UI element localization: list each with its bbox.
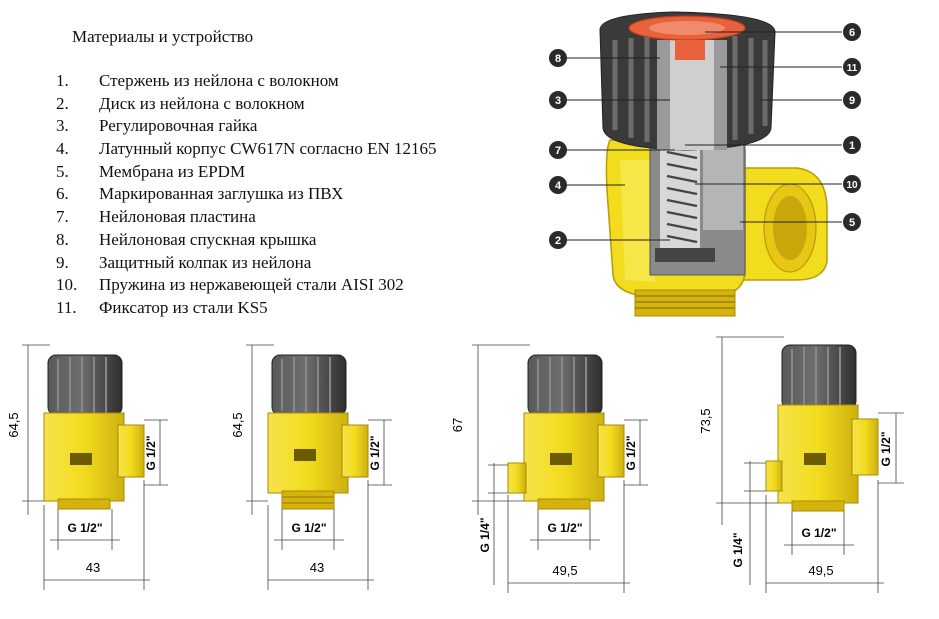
dim-bottom-thread: G 1/2" [67,521,102,535]
dim-width: 43 [86,560,100,575]
dim-drain-thread: G 1/4" [478,517,492,552]
dim-height: 73,5 [698,408,713,433]
dim-height: 67 [450,418,465,432]
item-number: 10. [56,275,78,295]
callout-label: 1 [849,140,855,152]
callout-label: 7 [555,145,561,157]
dim-side-thread: G 1/2" [624,435,638,470]
callout-2: 2 [549,231,567,249]
item-number: 4. [56,139,69,159]
callout-label: 6 [849,27,855,39]
list-item: 7. Нейлоновая пластина [56,206,437,229]
item-text: Маркированная заглушка из ПВХ [99,184,344,204]
callout-label: 10 [846,180,858,191]
callout-3: 3 [549,91,567,109]
item-text: Латунный корпус CW617N согласно EN 12165 [99,139,437,159]
list-item: 1. Стержень из нейлона с волокном [56,70,437,93]
item-text: Пружина из нержавеющей стали AISI 302 [99,275,404,295]
item-number: 5. [56,161,69,181]
item-text: Фиксатор из стали KS5 [99,297,268,317]
dimension-lines [716,336,904,593]
dimension-lines [472,344,648,593]
item-number: 3. [56,116,69,136]
list-item: 4. Латунный корпус CW617N согласно EN 121… [56,138,437,161]
callout-9: 9 [843,91,861,109]
item-number: 8. [56,229,69,249]
dim-width: 43 [310,560,324,575]
item-text: Мембрана из EPDM [99,161,246,181]
list-item: 5. Мембрана из EPDM [56,161,437,184]
marker-plug-inner [649,21,725,35]
item-number: 6. [56,184,69,204]
drawing-1: 64,5 G 1/2" G 1/2" 43 [6,344,168,590]
valve-graphic [267,354,369,510]
callout-label: 8 [555,53,561,65]
dim-bottom-thread: G 1/2" [547,521,582,535]
callout-label: 4 [555,180,562,192]
parts-list: 1. Стержень из нейлона с волокном 2. Диск … [56,70,437,320]
item-number: 9. [56,252,69,272]
disc [655,248,715,262]
item-text: Нейлоновая пластина [99,207,256,227]
list-item: 11. Фиксатор из стали KS5 [56,297,437,320]
callout-5: 5 [843,213,861,231]
list-item: 8. Нейлоновая спускная крышка [56,229,437,252]
drawing-3: 67 G 1/2" G 1/2" G 1/4" 49,5 [450,344,648,593]
list-item: 10. Пружина из нержавеющей стали AISI 302 [56,274,437,297]
item-text: Нейлоновая спускная крышка [99,229,317,249]
item-number: 7. [56,207,69,227]
item-number: 11. [56,297,77,317]
cap-knurling [612,36,768,142]
dimension-lines [246,344,392,590]
dim-bottom-thread: G 1/2" [291,521,326,535]
body-highlight [620,160,655,282]
dim-height: 64,5 [6,412,21,437]
dim-drain-thread: G 1/4" [731,532,745,567]
list-item: 6. Маркированная заглушка из ПВХ [56,183,437,206]
callout-label: 5 [849,217,855,229]
callout-6: 6 [843,23,861,41]
dim-height: 64,5 [230,412,245,437]
item-text: Регулировочная гайка [99,116,258,136]
list-item: 9. Защитный колпак из нейлона [56,252,437,275]
callout-1: 1 [843,136,861,154]
callout-10: 10 [843,175,861,193]
callout-label: 3 [555,95,561,107]
dim-width: 49,5 [552,563,577,578]
callout-7: 7 [549,141,567,159]
valve-graphic [507,354,625,510]
dim-side-thread: G 1/2" [879,431,893,466]
callout-label: 11 [847,63,858,74]
dim-side-thread: G 1/2" [368,435,382,470]
valve-graphic [43,354,145,510]
list-item: 2. Диск из нейлона с волокном [56,93,437,116]
marker-slot [675,40,705,60]
right-leader-lines [685,31,842,223]
callout-11: 11 [843,58,861,76]
callout-label: 2 [555,235,561,247]
item-text: Защитный колпак из нейлона [99,252,312,272]
item-text: Диск из нейлона с волокном [99,93,305,113]
dimension-lines [22,344,168,590]
valve-cutaway-illustration: 8 3 7 4 2 6 11 9 1 10 5 [549,11,861,317]
dim-side-thread: G 1/2" [144,435,158,470]
callout-8: 8 [549,49,567,67]
dim-width: 49,5 [808,563,833,578]
drawing-4: 73,5 G 1/2" G 1/2" G 1/4" 49,5 [698,336,904,593]
callout-4: 4 [549,176,567,194]
drawing-2: 64,5 G 1/2" G 1/2" 43 [230,344,392,590]
side-outlet-thread [773,196,807,260]
section-title: Материалы и устройство [72,27,254,46]
list-item: 3. Регулировочная гайка [56,115,437,138]
item-text: Стержень из нейлона с волокном [99,71,339,90]
valve-graphic [765,344,879,512]
bottom-thread-ridges [635,295,735,309]
dim-bottom-thread: G 1/2" [801,526,836,540]
callout-label: 9 [849,95,855,107]
item-number: 2. [56,93,69,113]
dimension-drawings: 64,5 G 1/2" G 1/2" 43 [6,336,904,593]
item-number: 1. [56,71,69,90]
left-leader-lines [566,57,675,241]
